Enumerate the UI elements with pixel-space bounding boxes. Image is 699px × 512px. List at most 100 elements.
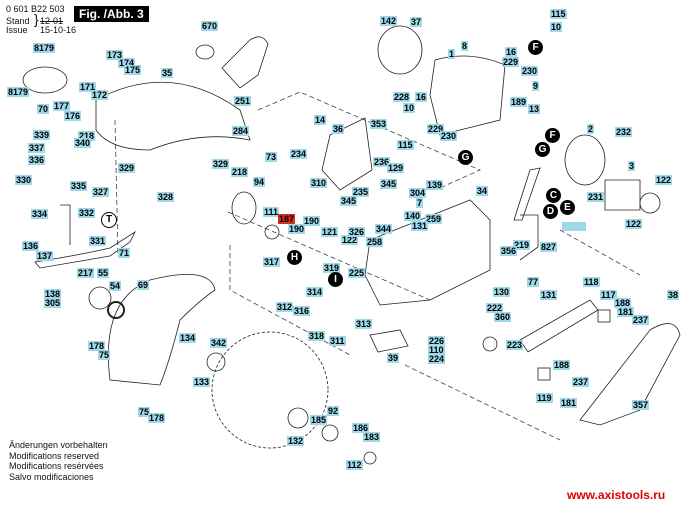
part-label[interactable]: 111	[263, 207, 280, 217]
part-label[interactable]: 112	[346, 460, 363, 470]
part-label[interactable]: 319	[323, 263, 341, 273]
part-label[interactable]: 173	[106, 50, 124, 60]
part-label-highlighted[interactable]: 187	[278, 214, 296, 224]
part-label[interactable]: 94	[253, 177, 266, 187]
part-label[interactable]: 181	[617, 307, 635, 317]
part-label[interactable]: 330	[15, 175, 33, 185]
part-label[interactable]: 55	[97, 268, 110, 278]
part-label[interactable]: 3	[628, 161, 636, 171]
part-label[interactable]: 356	[500, 246, 518, 256]
part-label[interactable]: 305	[44, 298, 62, 308]
part-label[interactable]: 345	[380, 179, 398, 189]
part-label[interactable]: 110	[428, 345, 445, 355]
part-label[interactable]: 313	[355, 319, 373, 329]
part-label[interactable]: 223	[506, 340, 524, 350]
part-label[interactable]: 229	[427, 124, 445, 134]
part-label[interactable]: 312	[276, 302, 294, 312]
part-label[interactable]: 670	[201, 21, 219, 31]
part-label[interactable]: 14	[314, 115, 327, 125]
part-label[interactable]: 137	[36, 251, 54, 261]
part-label[interactable]: 131	[540, 290, 558, 300]
part-label[interactable]: 258	[366, 237, 384, 247]
part-label[interactable]: 185	[310, 415, 328, 425]
part-label[interactable]: 236	[373, 157, 391, 167]
part-label[interactable]: 340	[74, 138, 92, 148]
part-label[interactable]: 177	[53, 101, 71, 111]
part-label[interactable]: 357	[632, 400, 650, 410]
part-label[interactable]: 329	[118, 163, 136, 173]
part-label[interactable]: 327	[92, 187, 110, 197]
part-label[interactable]: 134	[179, 333, 197, 343]
part-label[interactable]: 69	[137, 280, 150, 290]
part-label[interactable]: 133	[193, 377, 211, 387]
part-label[interactable]: 8	[461, 41, 469, 51]
part-label[interactable]: 39	[387, 353, 400, 363]
part-label[interactable]: 336	[28, 155, 46, 165]
blank-part-label[interactable]	[562, 222, 586, 231]
part-label[interactable]: 304	[409, 188, 427, 198]
part-label[interactable]: 225	[348, 268, 366, 278]
part-label[interactable]: 115	[550, 9, 567, 19]
part-label[interactable]: 344	[375, 224, 393, 234]
part-label[interactable]: 9	[532, 81, 540, 91]
part-label[interactable]: 119	[536, 393, 553, 403]
part-label[interactable]: 16	[415, 92, 428, 102]
part-label[interactable]: 224	[428, 354, 446, 364]
part-label[interactable]: 316	[293, 306, 311, 316]
part-label[interactable]: 317	[263, 257, 281, 267]
part-label[interactable]: 176	[64, 111, 82, 121]
part-label[interactable]: 37	[410, 17, 423, 27]
part-label[interactable]: 16	[505, 47, 518, 57]
part-label[interactable]: 232	[615, 127, 633, 137]
part-label[interactable]: 331	[89, 236, 107, 246]
part-label[interactable]: 34	[476, 186, 489, 196]
part-label[interactable]: 318	[308, 331, 326, 341]
part-label[interactable]: 188	[614, 298, 632, 308]
part-label[interactable]: 328	[157, 192, 175, 202]
part-label[interactable]: 183	[363, 432, 381, 442]
part-label[interactable]: 217	[77, 268, 95, 278]
part-label[interactable]: 230	[440, 131, 458, 141]
part-label[interactable]: 186	[352, 423, 370, 433]
part-label[interactable]: 339	[33, 130, 51, 140]
part-label[interactable]: 345	[340, 196, 358, 206]
part-label[interactable]: 131	[411, 221, 429, 231]
part-label[interactable]: 13	[528, 104, 541, 114]
part-label[interactable]: 237	[572, 377, 590, 387]
part-label[interactable]: 2	[587, 124, 595, 134]
part-label[interactable]: 1	[448, 49, 456, 59]
part-label[interactable]: 218	[231, 167, 249, 177]
part-label[interactable]: 121	[321, 227, 339, 237]
part-label[interactable]: 36	[332, 124, 345, 134]
part-label[interactable]: 175	[124, 65, 142, 75]
part-label[interactable]: 219	[513, 240, 531, 250]
part-label[interactable]: 190	[288, 224, 306, 234]
part-label[interactable]: 10	[550, 22, 563, 32]
part-label[interactable]: 73	[265, 152, 278, 162]
part-label[interactable]: 329	[212, 159, 230, 169]
part-label[interactable]: 231	[587, 192, 605, 202]
part-label[interactable]: 70	[37, 104, 50, 114]
part-label[interactable]: 178	[88, 341, 106, 351]
part-label[interactable]: 10	[403, 103, 416, 113]
part-label[interactable]: 314	[306, 287, 324, 297]
part-label[interactable]: 122	[625, 219, 643, 229]
part-label[interactable]: 71	[118, 248, 131, 258]
part-label[interactable]: 189	[510, 97, 528, 107]
part-label[interactable]: 117	[600, 290, 617, 300]
part-label[interactable]: 332	[78, 208, 96, 218]
part-label[interactable]: 132	[287, 436, 305, 446]
part-label[interactable]: 138	[44, 289, 62, 299]
part-label[interactable]: 342	[210, 338, 228, 348]
part-label[interactable]: 222	[486, 303, 504, 313]
part-label[interactable]: 188	[553, 360, 571, 370]
website-link[interactable]: www.axistools.ru	[567, 488, 666, 502]
part-label[interactable]: 54	[109, 281, 122, 291]
part-label[interactable]: 235	[352, 187, 370, 197]
part-label[interactable]: 38	[667, 290, 680, 300]
part-label[interactable]: 130	[493, 287, 511, 297]
part-label[interactable]: 237	[632, 315, 650, 325]
part-label[interactable]: 360	[494, 312, 512, 322]
part-label[interactable]: 129	[387, 163, 405, 173]
part-label[interactable]: 142	[380, 16, 398, 26]
